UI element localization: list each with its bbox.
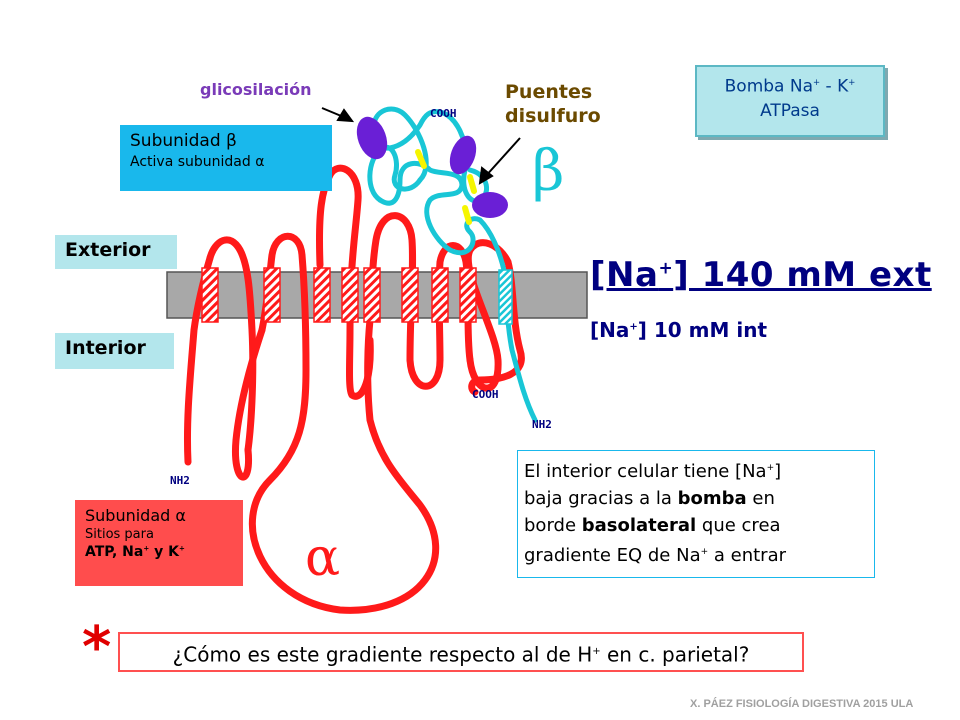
na-ext-suffix: ] 140 mM ext <box>673 255 932 295</box>
alpha-sup-k: + <box>178 544 185 553</box>
title-sup2: + <box>848 78 856 88</box>
na-int-sup: + <box>629 321 638 333</box>
glycosylation-label: glicosilación <box>200 80 312 99</box>
alpha-helices <box>201 267 477 323</box>
beta-letter: β <box>532 139 564 204</box>
info-l1a: El interior celular tiene [Na <box>524 461 767 482</box>
info-line3: borde basolateral que crea <box>524 512 868 539</box>
info-l3a: borde <box>524 515 582 536</box>
question-sup: + <box>592 646 601 657</box>
title-sup1: + <box>813 78 821 88</box>
alpha-line2-text: ATP, Na <box>85 544 144 560</box>
glycosylation-sugars <box>356 116 508 218</box>
nh2-right-label: NH2 <box>532 418 552 431</box>
info-l2b: en <box>746 488 775 509</box>
info-box: El interior celular tiene [Na+] baja gra… <box>517 450 875 578</box>
alpha-letter: α <box>305 528 340 588</box>
beta-box-subtitle: Activa subunidad α <box>130 154 265 170</box>
alpha-line2b-text: y K <box>149 544 179 560</box>
title-mid: - K <box>820 76 849 97</box>
info-l4a: gradiente EQ de Na <box>524 545 701 566</box>
alpha-box-title: Subunidad α <box>85 506 186 525</box>
pump-title-box: Bomba Na+ - K+ ATPasa <box>695 65 885 137</box>
beta-subunit-box: Subunidad β Activa subunidad α <box>120 125 332 191</box>
puentes-text: Puentes <box>505 81 593 103</box>
na-int-prefix: [Na <box>590 318 630 342</box>
question-box: ¿Cómo es este gradiente respecto al de H… <box>118 632 804 672</box>
disulfide-label: Puentes disulfuro <box>505 80 601 128</box>
info-l4b: a entrar <box>708 545 787 566</box>
question-b: en c. parietal? <box>600 642 750 667</box>
info-l1b: ] <box>774 461 782 482</box>
title-line2: ATPasa <box>760 100 820 121</box>
na-ext-concentration: [Na+] 140 mM ext <box>590 255 932 295</box>
na-ext-sup: + <box>658 258 674 279</box>
na-int-concentration: [Na+] 10 mM int <box>590 318 767 342</box>
annotation-arrows <box>321 107 521 185</box>
question-a: ¿Cómo es este gradiente respecto al de H <box>172 642 593 667</box>
alpha-box-line1: Sitios para <box>85 527 154 542</box>
info-l1sup: + <box>766 463 775 473</box>
footer-credit: X. PÁEZ FISIOLOGÍA DIGESTIVA 2015 ULA <box>690 698 914 710</box>
cooh-bottom-label: COOH <box>472 388 499 401</box>
asterisk-mark: * <box>82 615 112 680</box>
beta-box-title: Subunidad β <box>130 131 237 151</box>
info-l4sup: + <box>700 547 709 557</box>
info-l3bold: basolateral <box>581 515 697 536</box>
info-l2a: baja gracias a la <box>524 488 678 509</box>
nh2-left-label: NH2 <box>170 474 190 487</box>
info-line4: gradiente EQ de Na+ a entrar <box>524 539 868 569</box>
disulfuro-text: disulfuro <box>505 105 601 127</box>
info-l2bold: bomba <box>677 488 747 509</box>
exterior-label: Exterior <box>55 235 177 269</box>
alpha-sup-na: + <box>143 544 150 553</box>
beta-helix <box>498 269 513 325</box>
alpha-subunit-box: Subunidad α Sitios para ATP, Na+ y K+ <box>75 500 243 586</box>
alpha-box-line2: ATP, Na+ y K+ <box>85 544 233 560</box>
info-l3b: que crea <box>696 515 781 536</box>
na-int-suffix: ] 10 mM int <box>637 318 768 342</box>
cooh-top-label: COOH <box>430 107 457 120</box>
title-line1: Bomba Na <box>724 76 814 97</box>
interior-label: Interior <box>55 333 174 369</box>
info-line2: baja gracias a la bomba en <box>524 485 868 512</box>
info-line1: El interior celular tiene [Na+] <box>524 455 868 485</box>
disulfide-bridges <box>415 149 477 225</box>
na-ext-prefix: [Na <box>590 255 659 295</box>
